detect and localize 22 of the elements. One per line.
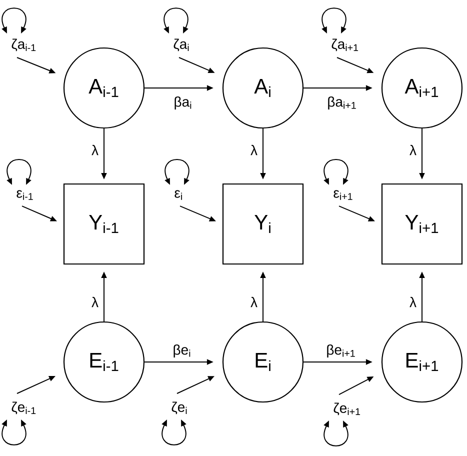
variable-box: Y$_{i}$ [222, 183, 304, 265]
disturbance-label: ζa$_{i-1}$ [12, 38, 36, 52]
variable-box: Y$_{i-1}$ [63, 183, 145, 265]
disturbance-label: ε$_{i-1}$ [16, 190, 33, 200]
edge-label: λ [410, 296, 416, 308]
variable-box: Y$_{i+1}$ [381, 183, 463, 265]
disturbance-label: ζe$_{i-1}$ [12, 402, 36, 414]
disturbance-label: ζe$_{i+1}$ [334, 402, 360, 416]
edge-label: λ [410, 144, 416, 156]
disturbance-label: ζa$_{i+1}$ [332, 38, 358, 52]
edge-label: λ [250, 296, 258, 308]
disturbance-label: ζe$_{i}$ [172, 402, 187, 414]
edge-label: λ [92, 296, 98, 308]
edge-label: βe$_{i}$ [174, 344, 190, 358]
disturbance-label: ε$_{i}$ [174, 190, 182, 200]
edge-label: βa$_{i+1}$ [328, 96, 356, 110]
disturbance-label: ε$_{i+1}$ [334, 190, 352, 200]
edge-label: βe$_{i+1}$ [327, 344, 355, 358]
edge-label: βa$_{i}$ [174, 96, 192, 110]
edge-label: λ [250, 144, 258, 156]
edge-label: λ [92, 144, 98, 156]
disturbance-label: ζa$_{i}$ [174, 38, 189, 52]
